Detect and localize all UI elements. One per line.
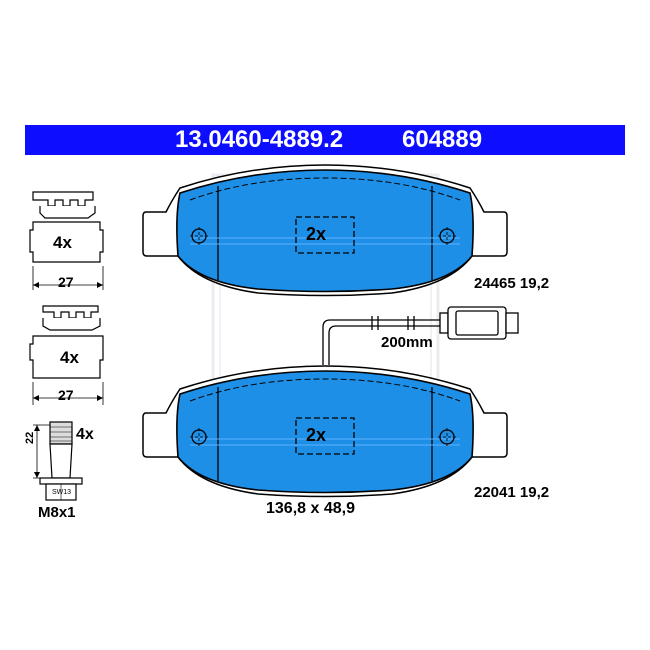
bolt-length: 22: [24, 431, 36, 444]
wear-sensor-cable: [322, 316, 440, 365]
bottom-pad-part-code: 22041 19,2: [474, 484, 550, 501]
top-brake-pad: [142, 164, 508, 297]
pad-dimensions: 136,8 x 48,9: [266, 500, 355, 517]
bottom-pad-quantity: 2x: [306, 425, 327, 445]
bottom-brake-pad: [142, 365, 508, 498]
part-number-banner: 13.0460-4889.2 604889: [25, 125, 625, 155]
anti-rattle-clip-top: [29, 191, 104, 290]
part-number: 13.0460-4889.2: [175, 126, 344, 153]
top-pad-part-code: 24465 19,2: [474, 275, 550, 292]
anti-rattle-clip-bottom: [29, 305, 104, 405]
bottom-pad-friction-surface: [176, 370, 474, 494]
bolt-quantity: 4x: [76, 426, 94, 443]
wear-sensor-connector: [439, 306, 519, 340]
bolt-wrench-size: SW13: [52, 489, 72, 496]
bottom-clip-quantity: 4x: [60, 348, 79, 367]
bolt-thread: M8x1: [38, 504, 76, 521]
top-clip-width: 27: [58, 274, 74, 290]
wear-sensor-length: 200mm: [381, 334, 433, 351]
guide-bolt: [33, 421, 83, 501]
top-clip-quantity: 4x: [53, 233, 72, 252]
top-pad-friction-surface: [176, 169, 474, 293]
bottom-clip-width: 27: [58, 387, 74, 403]
reference-number: 604889: [402, 126, 483, 153]
top-pad-quantity: 2x: [306, 224, 327, 244]
